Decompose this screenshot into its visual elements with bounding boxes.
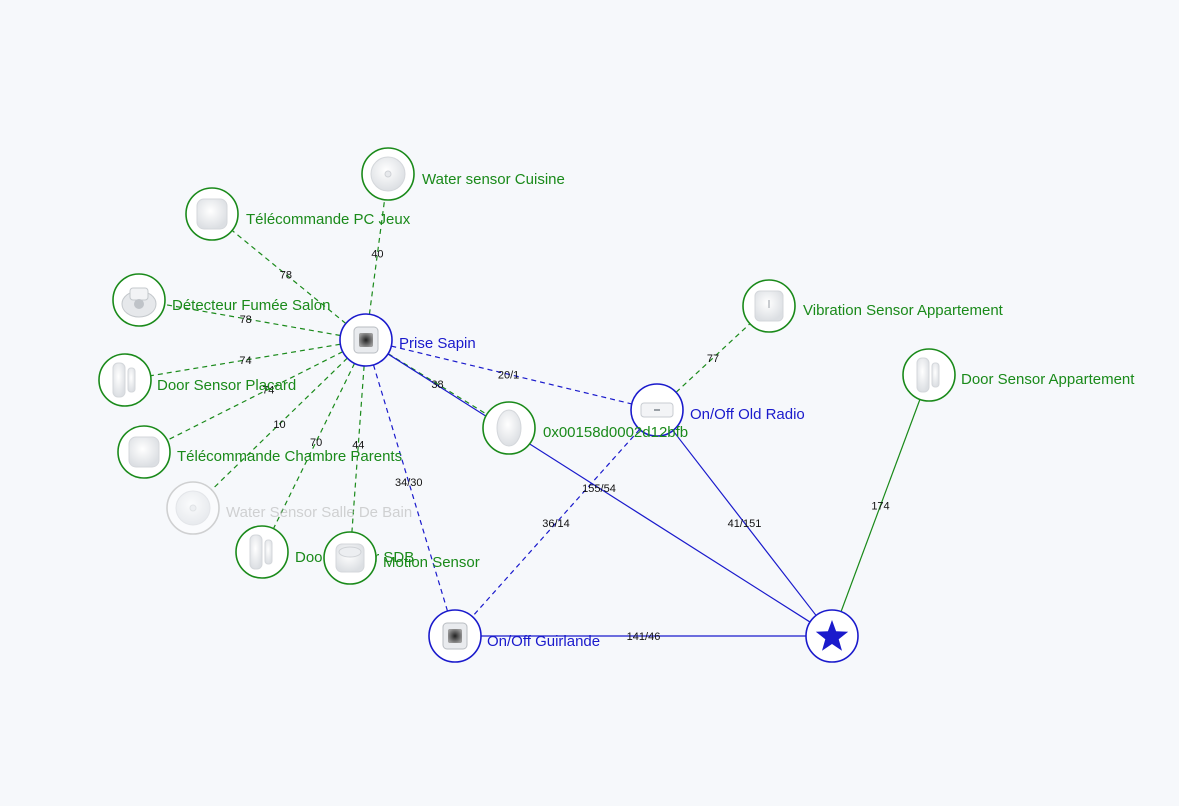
node-label: On/Off Old Radio: [690, 406, 805, 423]
link-label-prise_sapin-water_sdb: 10: [273, 419, 285, 431]
link-label-coordinator-door_appart: 174: [871, 501, 889, 513]
smoke-detector-icon: [121, 287, 157, 318]
remote-button-icon: [128, 436, 160, 468]
link-labels-layer: 40 78 78 74 74 10 70 44 38 20/1 34/30 155/54 77 36/14…: [239, 249, 889, 643]
link-label-prise_sapin-coordinator: 155/54: [582, 483, 616, 495]
node-label: Water Sensor Salle De Bain: [226, 504, 412, 521]
node-label: Télécommande Chambre Parents: [177, 448, 402, 465]
link-prise_sapin-telecommande_pc: [231, 229, 347, 325]
node-prise-sapin[interactable]: Prise Sapin: [339, 313, 476, 367]
node-label: Door Sensor Placard: [157, 377, 296, 394]
link-prise_sapin-water_cuisine: [368, 199, 386, 315]
link-prise_sapin-fumee_salon: [164, 303, 341, 337]
link-label-prise_sapin-water_cuisine: 40: [371, 249, 383, 261]
link-label-prise_sapin-telecommande_pc: 78: [280, 269, 292, 281]
smart-plug-icon: [353, 326, 379, 354]
node-water-cuisine[interactable]: Water sensor Cuisine: [361, 147, 565, 201]
link-coordinator-door_appart: [840, 399, 921, 612]
node-old-radio[interactable]: On/Off Old Radio: [630, 383, 805, 437]
link-prise_sapin-motion: [351, 365, 365, 533]
node-telecommande-parents[interactable]: Télécommande Chambre Parents: [117, 425, 402, 479]
link-label-guirlande-coordinator: 141/46: [627, 631, 661, 643]
node-fumee-salon[interactable]: Détecteur Fumée Salon: [112, 273, 330, 327]
motion-sensor-icon: [335, 543, 365, 573]
node-guirlande[interactable]: On/Off Guirlande: [428, 609, 600, 663]
relay-module-icon: [640, 402, 674, 418]
node-label: Télécommande PC Jeux: [246, 211, 411, 228]
node-motion[interactable]: Motion Sensor: [323, 531, 480, 585]
link-label-prise_sapin-fumee_salon: 78: [240, 314, 252, 326]
node-label: Détecteur Fumée Salon: [172, 297, 330, 314]
door-sensor-icon: [112, 362, 136, 398]
node-water-sdb[interactable]: Water Sensor Salle De Bain: [166, 481, 412, 535]
node-label: Prise Sapin: [399, 335, 476, 352]
door-sensor-icon: [249, 534, 273, 570]
node-label: On/Off Guirlande: [487, 633, 600, 650]
node-door-appart[interactable]: Door Sensor Appartement: [902, 348, 1135, 402]
node-unknown-device[interactable]: 0x00158d0002d12bfb: [482, 401, 688, 455]
node-label: Water sensor Cuisine: [422, 171, 565, 188]
link-prise_sapin-door_sdb: [272, 363, 356, 529]
link-prise_sapin-coordinator: [387, 353, 811, 623]
links-layer: [150, 199, 921, 637]
remote-button-icon: [196, 198, 228, 230]
link-prise_sapin-guirlande: [372, 364, 449, 612]
node-telecommande-pc[interactable]: Télécommande PC Jeux: [185, 187, 411, 241]
link-prise_sapin-telecommande_parents: [166, 351, 344, 441]
node-coordinator[interactable]: [805, 609, 859, 663]
link-label-old_radio-vibration: 77: [707, 353, 719, 365]
button-sensor-icon: [496, 409, 522, 447]
link-label-prise_sapin-motion: 44: [352, 440, 364, 452]
star-icon: [815, 620, 849, 651]
node-label: Door Sensor Appartement: [961, 371, 1135, 388]
node-label: Vibration Sensor Appartement: [803, 302, 1004, 319]
link-old_radio-vibration: [675, 323, 751, 393]
vibration-sensor-icon: [754, 290, 784, 322]
link-label-prise_sapin-guirlande: 34/30: [395, 477, 423, 489]
link-label-prise_sapin-telecommande_parents: 74: [262, 384, 274, 396]
link-label-prise_sapin-door_placard: 74: [239, 355, 251, 367]
link-label-old_radio-guirlande: 36/14: [542, 518, 570, 530]
door-sensor-icon: [916, 357, 940, 393]
water-sensor-icon: [370, 156, 406, 192]
link-label-prise_sapin-unknown_device: 38: [431, 379, 443, 391]
water-sensor-icon: [175, 490, 211, 526]
node-label: 0x00158d0002d12bfb: [543, 424, 688, 441]
link-old_radio-guirlande: [471, 428, 641, 618]
node-label: Motion Sensor: [383, 554, 480, 571]
node-vibration[interactable]: Vibration Sensor Appartement: [742, 279, 1004, 333]
link-prise_sapin-unknown_device: [387, 353, 488, 415]
link-old_radio-coordinator: [672, 430, 817, 616]
link-prise_sapin-water_sdb: [211, 357, 348, 491]
node-door-placard[interactable]: Door Sensor Placard: [98, 353, 296, 407]
link-label-prise_sapin-old_radio: 20/1: [498, 369, 519, 381]
smart-plug-icon: [442, 622, 468, 650]
link-label-prise_sapin-door_sdb: 70: [310, 437, 322, 449]
link-label-old_radio-coordinator: 41/151: [728, 518, 762, 530]
